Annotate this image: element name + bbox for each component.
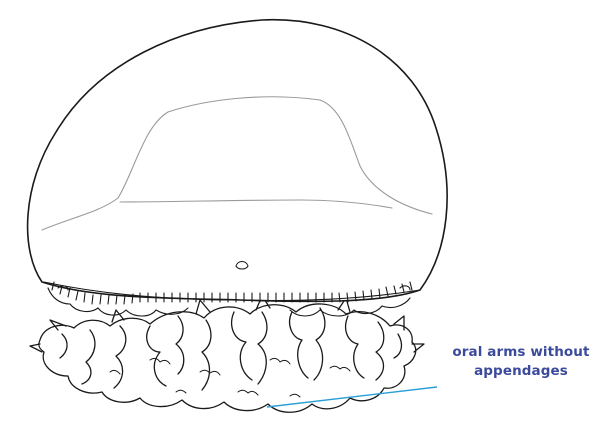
bell-outline bbox=[28, 20, 448, 302]
oral-arms-label: oral arms without appendages bbox=[438, 343, 604, 381]
oral-arms-label-line2: appendages bbox=[438, 362, 604, 381]
bell bbox=[28, 20, 448, 316]
oral-arms-label-line1: oral arms without bbox=[438, 343, 604, 362]
